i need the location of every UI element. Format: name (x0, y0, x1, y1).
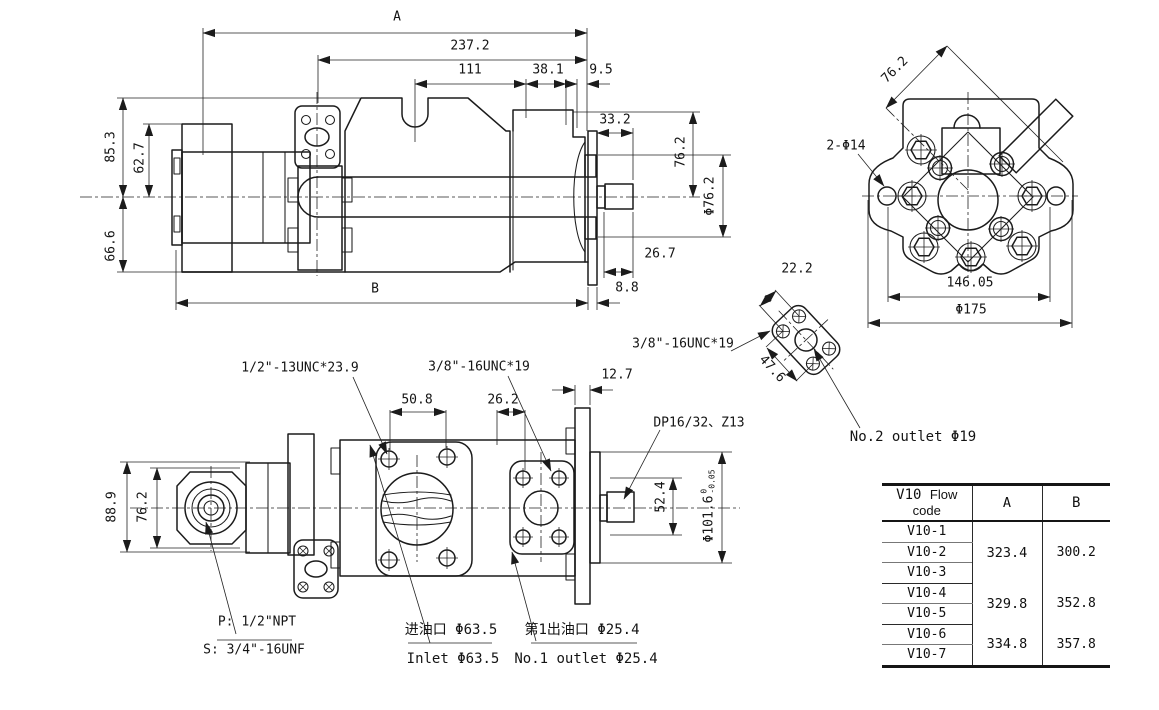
dim-38-1-label: 38.1 (532, 62, 564, 78)
port-s-label: S: 3/4"-16UNF (203, 642, 305, 658)
dim-111-label: 111 (458, 62, 482, 78)
code-cell: V10-4 (882, 583, 973, 604)
dim-146-05-label: 146.05 (946, 275, 994, 291)
port-p-label: P: 1/2"NPT (217, 614, 297, 630)
outlet1-en-label: No.1 outlet Φ25.4 (514, 651, 658, 667)
thread-3-8-flange-label: 3/8"-16UNC*19 (632, 336, 734, 352)
spline-label: DP16/32、Z13 (653, 415, 745, 431)
dim-50-8-label: 50.8 (401, 392, 433, 408)
outlet2-label: No.2 outlet Φ19 (849, 429, 977, 445)
dim-phi175-label: Φ175 (955, 302, 987, 318)
dim-b-label: B (371, 281, 379, 297)
header-v10: V10 (896, 487, 922, 503)
front-view (862, 92, 1078, 280)
dim-a-label: A (393, 9, 401, 25)
dim-overall-label: 237.2 (450, 38, 490, 54)
dim-8-8-label: 8.8 (615, 280, 639, 296)
dim-62-7-label: 62.7 (132, 142, 148, 174)
side-view (80, 92, 700, 286)
header-flow-code-text: Flow code (912, 487, 958, 518)
outlet1-cn-label: 第1出油口 Φ25.4 (524, 622, 640, 638)
table-row: V10-1 323.4 300.2 (882, 521, 1110, 583)
header-col-a: A (971, 484, 1043, 522)
dim-85-3-label: 85.3 (103, 131, 119, 163)
value-b-cell: 352.8 (1056, 596, 1096, 611)
table-row: V10-4 329.8 352.8 (882, 583, 1110, 624)
code-cell: V10-1 (882, 521, 973, 543)
flow-code-table: V10 Flow code A B V10-1 323.4 300.2 V10-… (882, 483, 1110, 668)
header-col-b: B (1042, 484, 1110, 522)
dim-22-2-label: 22.2 (781, 261, 813, 277)
code-cell: V10-3 (882, 562, 973, 584)
front-view-dimensions (857, 45, 1073, 328)
code-cell: V10-6 (882, 624, 973, 645)
dim-9-5-label: 9.5 (589, 62, 613, 78)
value-b-cell: 300.2 (1056, 545, 1096, 560)
table-row: V10-5 (882, 603, 1110, 625)
value-a-cell: 323.4 (971, 521, 1043, 583)
dim-12-7-label: 12.7 (601, 367, 633, 383)
header-flow-code: V10 Flow code (882, 484, 973, 522)
value-a-cell: 329.8 (971, 583, 1043, 624)
dim-phi101-6-value: Φ101.6 (701, 495, 717, 543)
table-row: V10-7 (882, 644, 1110, 666)
table-header-row: V10 Flow code A B (882, 484, 1110, 522)
dim-26-7-label: 26.7 (644, 246, 676, 262)
dim-phi101-6-label: Φ101.6 0 -0.05 (700, 469, 718, 543)
bottom-view (130, 407, 740, 605)
outlet2-flange-view (730, 289, 861, 429)
value-b-cell: 357.8 (1056, 636, 1096, 652)
tolerance-lower: -0.05 (708, 469, 717, 494)
dim-76-2-side-label: 76.2 (673, 136, 689, 168)
dim-26-2-label: 26.2 (487, 392, 519, 408)
thread-1-2-label: 1/2"-13UNC*23.9 (241, 360, 359, 376)
code-cell: V10-2 (882, 542, 973, 563)
dim-2-phi14-label: 2-Φ14 (826, 138, 866, 154)
dim-52-4-label: 52.4 (653, 481, 669, 513)
inlet-en-label: Inlet Φ63.5 (406, 651, 500, 667)
thread-3-8-label: 3/8"-16UNC*19 (428, 359, 530, 375)
dim-66-6-label: 66.6 (103, 230, 119, 262)
dim-88-9-label: 88.9 (104, 491, 120, 523)
tolerance-stack: 0 -0.05 (700, 469, 718, 494)
dim-phi-76-2-label: Φ76.2 (702, 176, 718, 216)
inlet-cn-label: 进油口 Φ63.5 (404, 622, 498, 638)
bottom-view-dimensions (120, 375, 732, 644)
value-a-cell: 334.8 (971, 624, 1043, 666)
table-row: V10-2 (882, 542, 1110, 563)
table-row: V10-3 (882, 562, 1110, 584)
table-row: V10-6 334.8 357.8 (882, 624, 1110, 666)
side-view-dimensions (117, 28, 731, 310)
code-cell: V10-5 (882, 603, 973, 625)
dim-33-2-label: 33.2 (599, 112, 631, 128)
code-cell: V10-7 (882, 644, 973, 666)
dim-76-2-bottom-label: 76.2 (135, 491, 151, 523)
